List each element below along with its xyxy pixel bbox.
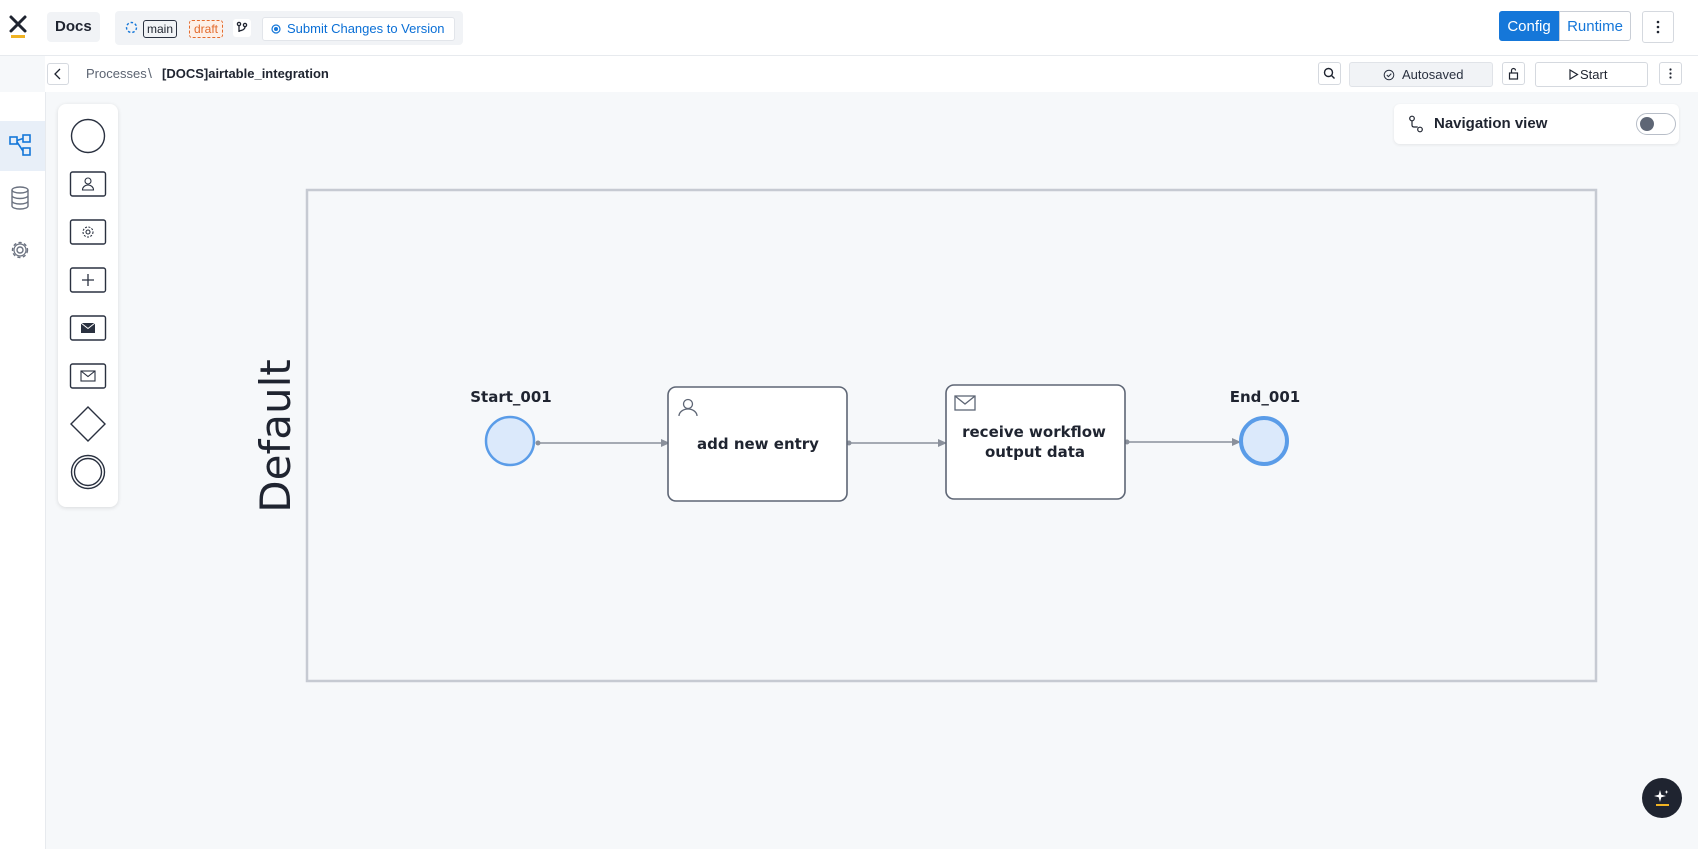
process-diagram-icon bbox=[9, 134, 31, 156]
toggle-knob bbox=[1640, 117, 1654, 131]
app-logo-icon[interactable] bbox=[8, 14, 28, 40]
branch-icon[interactable] bbox=[233, 19, 251, 37]
app-name[interactable]: Docs bbox=[47, 12, 100, 42]
ai-assistant-button[interactable] bbox=[1642, 778, 1682, 818]
chevron-left-icon bbox=[54, 68, 61, 80]
process-more-button[interactable] bbox=[1659, 62, 1682, 85]
play-icon bbox=[1569, 69, 1579, 80]
back-button[interactable] bbox=[47, 63, 69, 85]
end-event-icon[interactable] bbox=[68, 452, 108, 492]
start-label: Start bbox=[1580, 67, 1608, 82]
navigation-view-label: Navigation view bbox=[1434, 115, 1548, 132]
breadcrumb-separator: \ bbox=[148, 65, 152, 81]
user-task[interactable]: add new entry bbox=[667, 386, 848, 502]
envelope-icon bbox=[954, 395, 976, 411]
send-message-task-icon[interactable] bbox=[68, 308, 108, 348]
submit-changes-button[interactable]: Submit Changes to Version bbox=[262, 17, 455, 41]
kebab-icon bbox=[1656, 20, 1660, 34]
user-task-icon[interactable] bbox=[68, 164, 108, 204]
route-icon bbox=[1409, 115, 1423, 133]
pool-label: Default bbox=[251, 359, 300, 512]
navigation-view-panel: Navigation view bbox=[1394, 104, 1679, 144]
kebab-icon bbox=[1669, 68, 1672, 79]
check-circle-icon bbox=[1383, 69, 1395, 81]
sidebar-item-settings[interactable] bbox=[0, 225, 45, 275]
autosaved-label: Autosaved bbox=[1402, 67, 1464, 82]
breadcrumb-bar: Processes \ [DOCS]airtable_integration A… bbox=[45, 56, 1698, 92]
start-event-icon[interactable] bbox=[68, 116, 108, 156]
receive-message-task[interactable]: receive workflow output data bbox=[945, 384, 1126, 500]
search-button[interactable] bbox=[1318, 62, 1341, 85]
more-options-button[interactable] bbox=[1642, 11, 1674, 43]
branch-tag[interactable]: main bbox=[143, 20, 178, 38]
database-icon bbox=[11, 186, 29, 210]
task-label-line2: output data bbox=[985, 443, 1085, 461]
left-sidebar bbox=[0, 92, 46, 849]
start-event[interactable] bbox=[484, 415, 536, 467]
radio-dot-icon bbox=[271, 24, 281, 34]
unlock-icon bbox=[1508, 67, 1519, 80]
task-label: add new entry bbox=[697, 435, 819, 453]
search-icon bbox=[1323, 67, 1335, 79]
autosaved-status: Autosaved bbox=[1349, 62, 1493, 87]
gear-icon bbox=[11, 241, 29, 259]
navigation-view-toggle[interactable] bbox=[1636, 113, 1676, 135]
sidebar-item-process[interactable] bbox=[0, 121, 45, 171]
sidebar-item-data[interactable] bbox=[0, 173, 45, 223]
top-bar: Docs main draft Submit Changes to Versio… bbox=[0, 0, 1698, 56]
task-label-line1: receive workflow bbox=[962, 423, 1106, 441]
tab-config[interactable]: Config bbox=[1499, 11, 1559, 41]
breadcrumb-processes[interactable]: Processes bbox=[86, 66, 147, 81]
element-palette bbox=[58, 104, 118, 507]
end-event[interactable] bbox=[1239, 416, 1289, 466]
gateway-icon[interactable] bbox=[68, 404, 108, 444]
receive-message-task-icon[interactable] bbox=[68, 356, 108, 396]
unlock-button[interactable] bbox=[1502, 62, 1525, 85]
sparkle-icon bbox=[1654, 790, 1669, 806]
start-button[interactable]: Start bbox=[1535, 62, 1648, 87]
subprocess-icon[interactable] bbox=[68, 260, 108, 300]
service-task-icon[interactable] bbox=[68, 212, 108, 252]
sync-icon bbox=[125, 21, 138, 34]
version-bar: main draft Submit Changes to Version bbox=[115, 11, 463, 45]
tab-runtime[interactable]: Runtime bbox=[1559, 11, 1631, 41]
submit-changes-label: Submit Changes to Version bbox=[287, 21, 445, 36]
status-badge: draft bbox=[189, 20, 224, 38]
page-title: [DOCS]airtable_integration bbox=[162, 66, 329, 81]
